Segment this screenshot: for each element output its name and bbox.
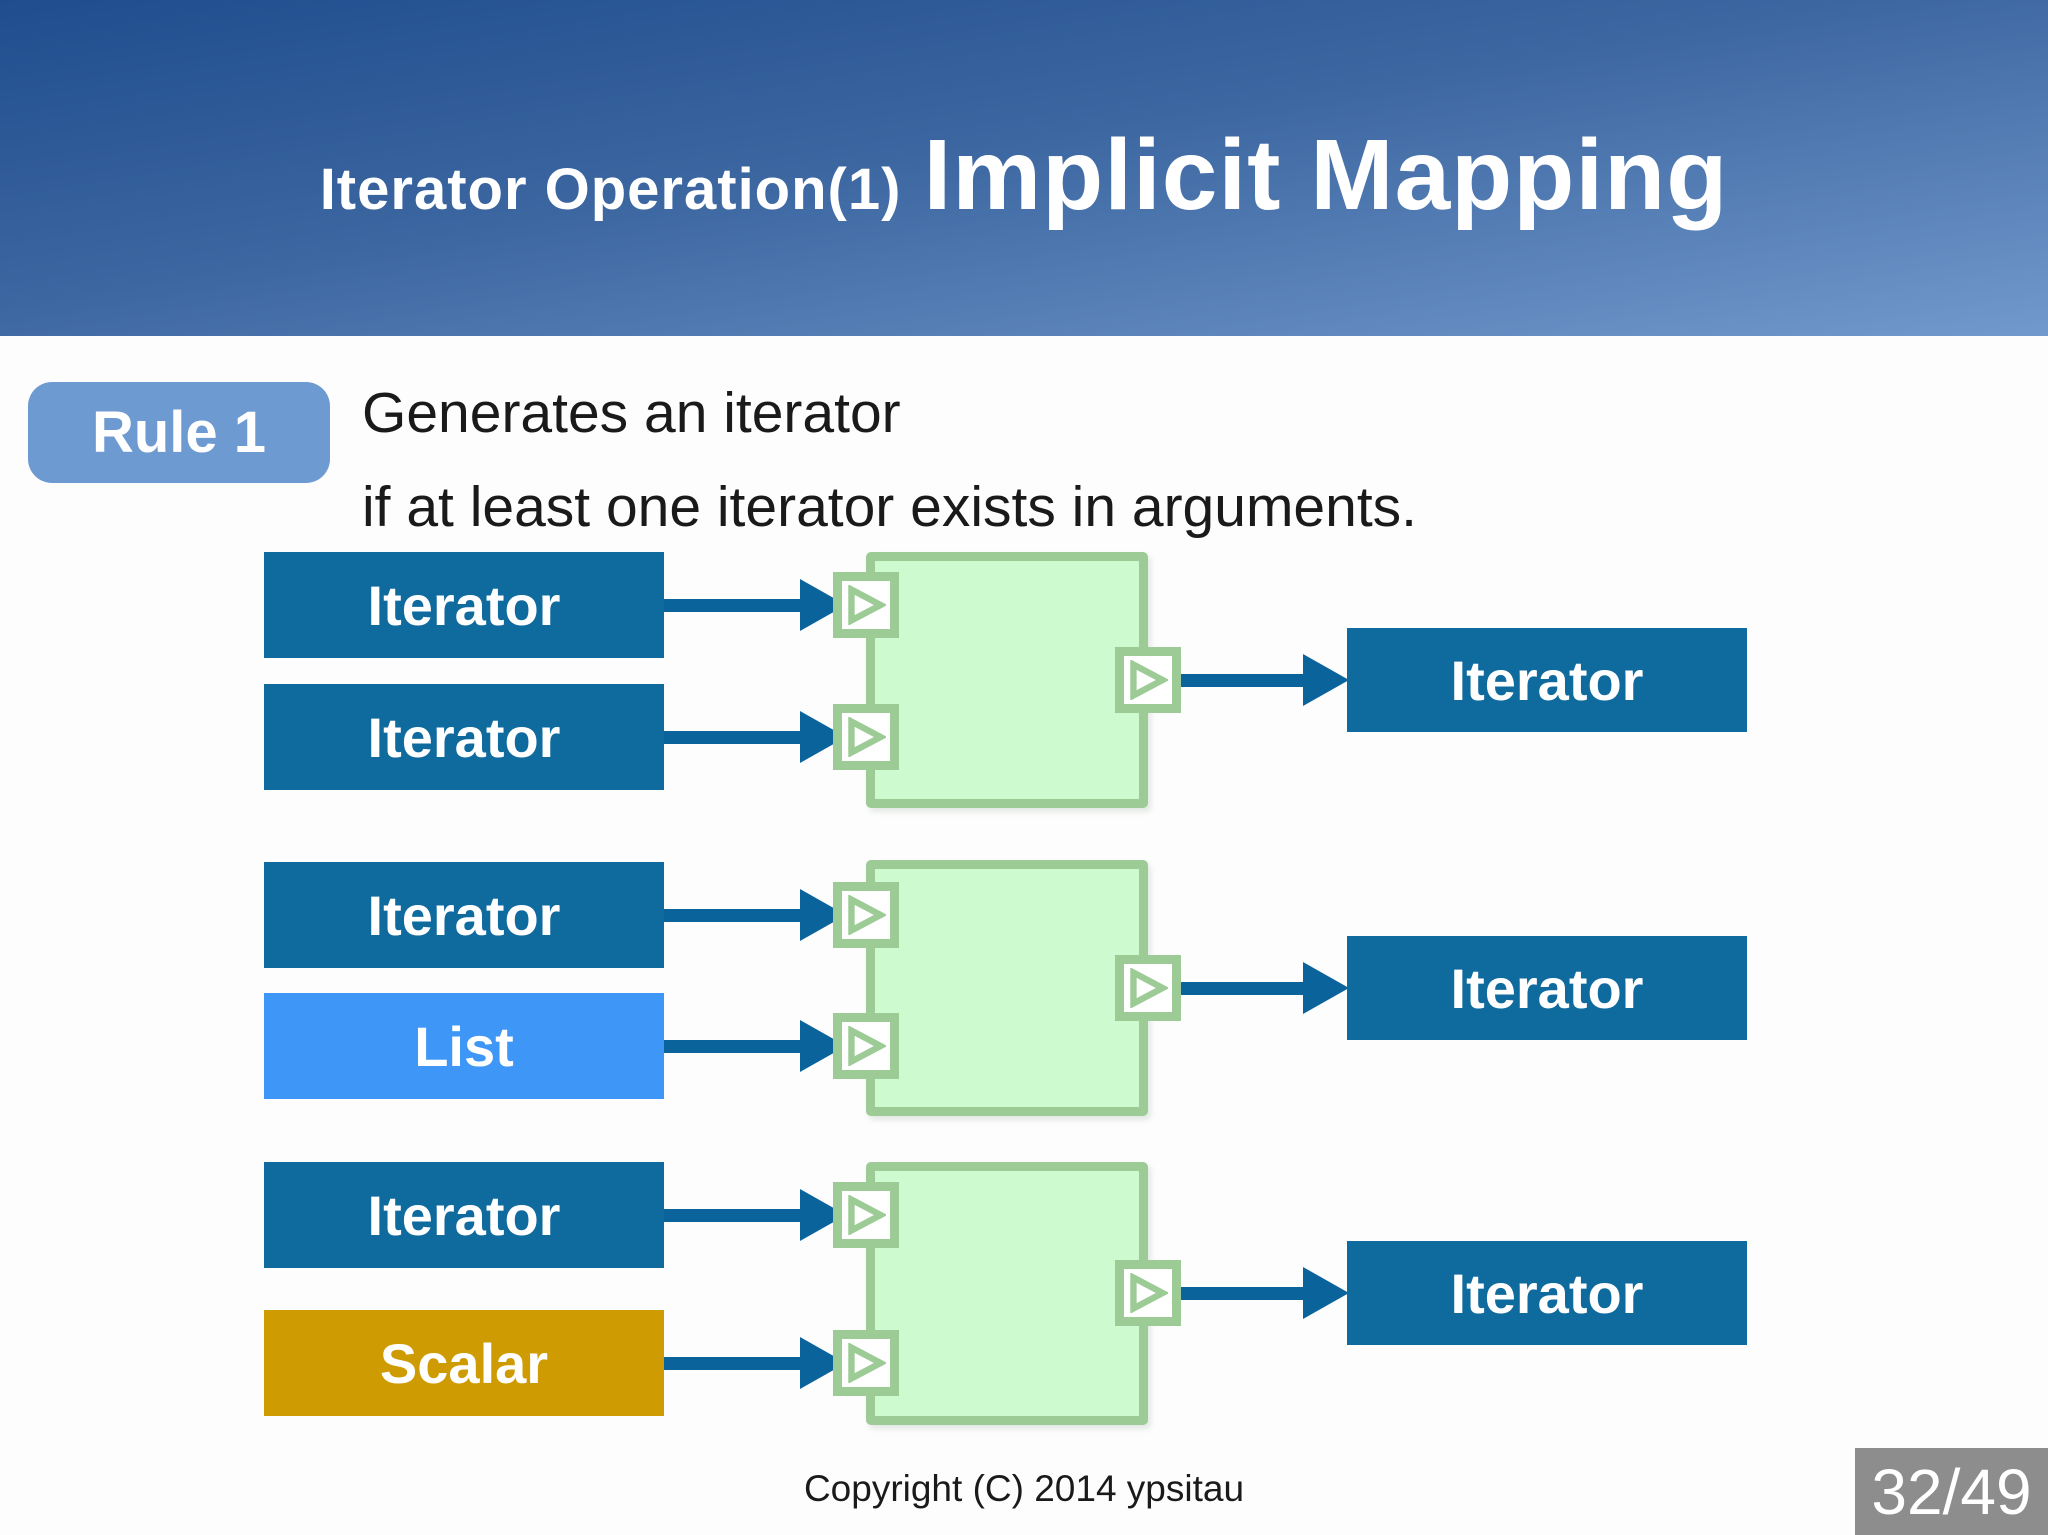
input-port-triangle-icon	[848, 1195, 886, 1235]
rule-description: Generates an iterator if at least one it…	[362, 366, 1417, 554]
input-port-triangle-icon	[848, 1026, 886, 1066]
input-box-iterator: Iterator	[264, 862, 664, 968]
arrow-line	[1181, 1287, 1303, 1300]
input-box-list: List	[264, 993, 664, 1099]
input-port-triangle-icon	[848, 895, 886, 935]
input-port	[833, 572, 899, 638]
arrow-line	[1181, 982, 1303, 995]
arrow-line	[664, 1040, 800, 1053]
output-port-triangle-icon	[1130, 660, 1168, 700]
input-box-iterator: Iterator	[264, 684, 664, 790]
arrow-head-icon	[1303, 1267, 1349, 1319]
title-prefix: Iterator Operation(1)	[319, 157, 902, 222]
title-main: Implicit Mapping	[923, 119, 1729, 231]
slide-header: Iterator Operation(1) Implicit Mapping	[0, 0, 2048, 336]
rule-description-line2: if at least one iterator exists in argum…	[362, 475, 1418, 539]
rule-badge: Rule 1	[28, 382, 330, 483]
input-box-iterator: Iterator	[264, 552, 664, 658]
input-box-iterator: Iterator	[264, 1162, 664, 1268]
rule-description-line1: Generates an iterator	[362, 381, 901, 445]
input-box-scalar: Scalar	[264, 1310, 664, 1416]
arrow-line	[664, 1357, 800, 1370]
arrow-line	[664, 599, 800, 612]
input-port	[833, 1330, 899, 1396]
arrow-line	[664, 731, 800, 744]
processor-box	[866, 860, 1148, 1116]
input-port-triangle-icon	[848, 1343, 886, 1383]
arrow-head-icon	[1303, 654, 1349, 706]
output-port	[1115, 647, 1181, 713]
processor-box	[866, 1162, 1148, 1425]
output-box-iterator: Iterator	[1347, 628, 1747, 732]
input-port-triangle-icon	[848, 717, 886, 757]
arrow-line	[1181, 674, 1303, 687]
input-port	[833, 882, 899, 948]
processor-box	[866, 552, 1148, 808]
output-box-iterator: Iterator	[1347, 1241, 1747, 1345]
input-port	[833, 704, 899, 770]
page-number-badge: 32/49	[1855, 1448, 2048, 1535]
page-title: Iterator Operation(1) Implicit Mapping	[0, 118, 2048, 233]
output-box-iterator: Iterator	[1347, 936, 1747, 1040]
input-port-triangle-icon	[848, 585, 886, 625]
output-port	[1115, 955, 1181, 1021]
copyright-text: Copyright (C) 2014 ypsitau	[803, 1468, 1245, 1509]
output-port-triangle-icon	[1130, 968, 1168, 1008]
output-port-triangle-icon	[1130, 1273, 1168, 1313]
output-port	[1115, 1260, 1181, 1326]
arrow-head-icon	[1303, 962, 1349, 1014]
input-port	[833, 1013, 899, 1079]
arrow-line	[664, 1209, 800, 1222]
input-port	[833, 1182, 899, 1248]
arrow-line	[664, 909, 800, 922]
